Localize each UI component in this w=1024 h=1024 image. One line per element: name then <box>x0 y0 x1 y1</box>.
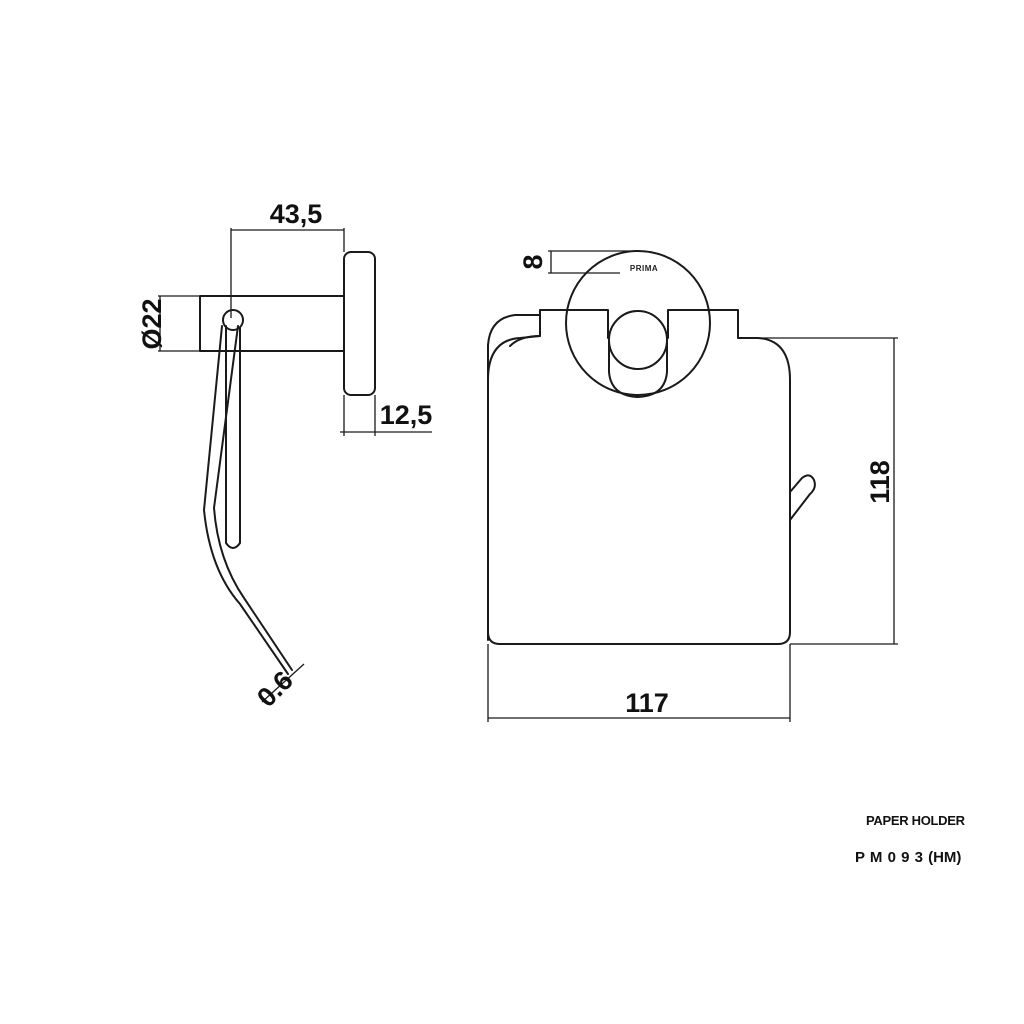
dim-top-offset: 8 <box>518 254 548 269</box>
brand-logo: PRIMA <box>630 264 658 273</box>
side-cover-inner <box>213 325 293 671</box>
side-bar-end <box>222 309 244 331</box>
front-view <box>487 250 816 645</box>
front-cover-plate <box>487 309 791 645</box>
side-wall-flange <box>343 251 376 396</box>
side-arm <box>199 295 345 352</box>
dim-width: 117 <box>625 688 669 718</box>
front-arm-tube <box>608 310 668 370</box>
dim-flange-depth: 12,5 <box>380 400 433 430</box>
side-dimensions <box>158 228 432 703</box>
dim-thickness: 0.6 <box>251 665 299 713</box>
dim-diameter: Ø22 <box>137 298 167 349</box>
front-rod-tip <box>789 474 816 521</box>
front-arm-collar <box>608 339 668 398</box>
product-name: PAPER HOLDER <box>866 813 965 828</box>
front-dimensions <box>487 250 898 722</box>
model-code: P M 0 9 3 (HM) <box>855 849 962 866</box>
side-view <box>199 251 376 675</box>
dim-height: 118 <box>865 460 895 504</box>
front-back-arm <box>487 314 541 641</box>
dim-arm-length: 43,5 <box>270 199 323 229</box>
side-rod <box>225 325 241 549</box>
side-cover-outer <box>203 325 289 675</box>
